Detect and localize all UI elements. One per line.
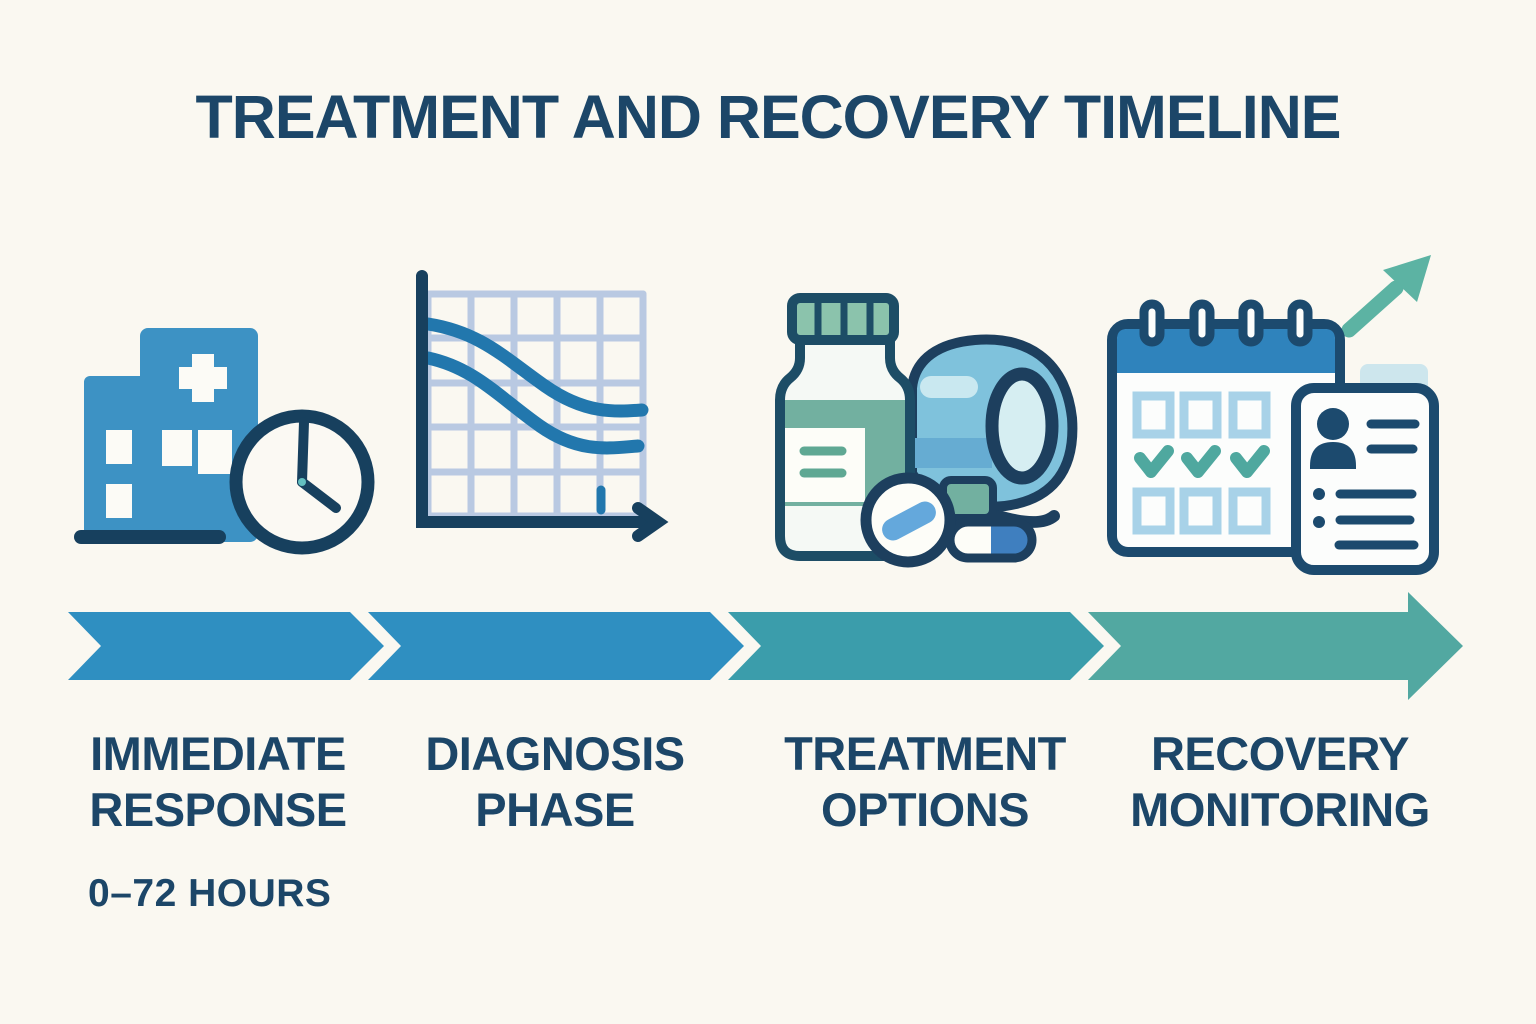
medication-blood-pressure-icon — [775, 293, 1078, 568]
window — [162, 430, 192, 466]
person-icon — [1310, 408, 1356, 469]
pill-circle-icon — [860, 472, 956, 568]
calendar-day-squares — [1132, 391, 1271, 535]
pill — [882, 501, 936, 541]
timeline-segment-4 — [1088, 592, 1463, 700]
chart-axes — [416, 270, 669, 542]
declining-line-chart-icon — [416, 270, 669, 542]
trend-curve-lower — [421, 351, 645, 455]
hour-hand — [297, 477, 341, 513]
patient-report-icon — [1291, 364, 1439, 575]
building-base — [74, 530, 226, 544]
minute-hand — [297, 417, 309, 487]
timeline-arrow — [68, 592, 1463, 700]
growth-arrow-icon — [1341, 255, 1431, 338]
window — [106, 484, 132, 518]
hospital-building-icon — [74, 328, 258, 544]
calendar-rings — [1139, 299, 1313, 347]
medical-cross-icon — [179, 354, 227, 402]
timeline-segment-2 — [368, 612, 744, 680]
timeline-segment-3 — [728, 612, 1104, 680]
hospital-clock-icon — [74, 328, 375, 555]
clock-icon — [229, 409, 375, 555]
calendar-icon — [1107, 299, 1345, 557]
stage-sublabel-hours: 0–72 HOURS — [88, 872, 332, 915]
stage-label-recovery-monitoring: RECOVERY MONITORING — [1130, 727, 1430, 836]
window — [198, 430, 232, 474]
calendar-checkmarks — [1134, 445, 1270, 478]
calendar-header — [1117, 329, 1335, 373]
capsule-icon — [945, 517, 1037, 563]
page-title: TREATMENT AND RECOVERY TIMELINE — [195, 83, 1342, 151]
report-lines — [1334, 419, 1420, 550]
bottle-label — [785, 428, 865, 502]
stage-label-diagnosis-phase: DIAGNOSIS PHASE — [425, 727, 685, 836]
blood-pressure-cuff-icon — [907, 334, 1078, 528]
timeline-segment-1 — [68, 612, 384, 680]
stage-label-immediate-response: IMMEDIATE RESPONSE — [89, 727, 347, 836]
trend-curve-upper — [421, 317, 649, 418]
stage-label-treatment-options: TREATMENT OPTIONS — [784, 727, 1066, 836]
window — [106, 430, 132, 464]
calendar-report-growth-icon — [1107, 255, 1439, 575]
